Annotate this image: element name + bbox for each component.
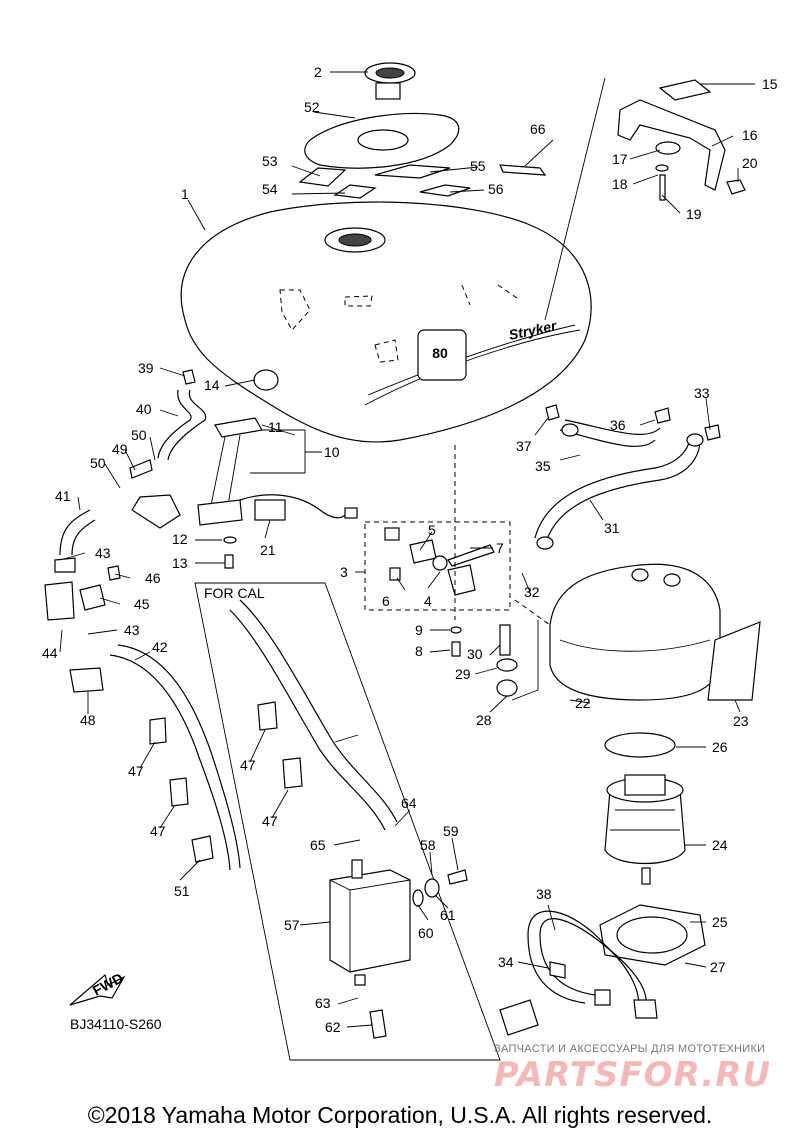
callout-34: 34 (498, 954, 514, 970)
callout-65: 65 (310, 837, 326, 853)
callout-52: 52 (304, 99, 320, 115)
callout-18: 18 (612, 176, 628, 192)
pump-gasket (604, 732, 676, 758)
callout-57: 57 (284, 917, 300, 933)
tank-badge-number: 80 (432, 345, 448, 361)
callout-36: 36 (610, 417, 626, 433)
callout-25: 25 (712, 914, 728, 930)
vent-hoses (534, 404, 721, 550)
callout-62: 62 (325, 1019, 341, 1035)
callout-11: 11 (268, 419, 283, 435)
callout-14: 14 (204, 377, 220, 393)
callout-66: 66 (530, 121, 546, 137)
callout-35: 35 (535, 458, 551, 474)
callout-22: 22 (575, 695, 591, 711)
callout-23: 23 (733, 713, 749, 729)
callout-2: 2 (314, 64, 322, 80)
callout-24: 24 (712, 837, 728, 853)
copyright-notice: ©2018 Yamaha Motor Corporation, U.S.A. A… (87, 1102, 713, 1128)
callout-54: 54 (262, 181, 278, 197)
callout-6: 6 (382, 593, 390, 609)
reference-code: BJ34110-S260 (70, 1016, 162, 1032)
watermark-logo: PARTSFOR.RU (494, 1055, 772, 1095)
callout-10: 10 (324, 444, 340, 460)
callout-56: 56 (488, 181, 504, 197)
hose-42-cal (229, 599, 398, 831)
leader-lines (59, 71, 755, 1028)
callout-7: 7 (496, 540, 504, 556)
callout-47b: 47 (150, 823, 166, 839)
tank-top-cover (304, 112, 460, 169)
fuel-cap (364, 62, 416, 100)
callout-47c: 47 (240, 757, 256, 773)
callout-45: 45 (134, 596, 150, 612)
callout-39: 39 (138, 360, 154, 376)
callout-3: 3 (340, 564, 348, 580)
callout-55: 55 (470, 158, 486, 174)
hose-42-left (109, 644, 241, 871)
callout-47d: 47 (262, 813, 278, 829)
callout-47a: 47 (128, 763, 144, 779)
callout-5: 5 (428, 522, 436, 538)
callout-43a: 43 (95, 545, 111, 561)
watermark-caption: ЗАПЧАСТИ И АКСЕССУАРЫ ДЛЯ МОТОТЕХНИКИ (494, 1043, 766, 1055)
callout-50a: 50 (131, 427, 147, 443)
callout-46: 46 (145, 570, 161, 586)
callout-4: 4 (424, 593, 432, 609)
callout-59: 59 (443, 823, 459, 839)
callout-32: 32 (524, 584, 540, 600)
callout-63: 63 (315, 995, 331, 1011)
callout-42: 42 (152, 639, 168, 655)
callout-26: 26 (712, 739, 728, 755)
callout-49: 49 (112, 441, 128, 457)
callout-1: 1 (181, 186, 189, 202)
callout-50b: 50 (90, 455, 106, 471)
vent-hose-left (44, 369, 207, 693)
petcock (384, 527, 495, 596)
fuel-sender (197, 417, 358, 526)
callout-38: 38 (536, 886, 552, 902)
callout-19: 19 (686, 206, 702, 222)
callout-28: 28 (476, 712, 492, 728)
callout-16: 16 (742, 127, 758, 143)
callout-40: 40 (136, 401, 152, 417)
tank-support (549, 563, 761, 701)
decal-set (298, 164, 547, 199)
callout-numbers: 1 2 3 4 5 6 7 8 9 10 11 12 13 14 15 16 1… (42, 64, 778, 1035)
callout-33: 33 (694, 385, 710, 401)
callout-60: 60 (418, 925, 434, 941)
callout-12: 12 (172, 531, 188, 547)
callout-15: 15 (762, 76, 778, 92)
callout-21: 21 (260, 542, 276, 558)
callout-8: 8 (415, 643, 423, 659)
callout-20: 20 (742, 155, 758, 171)
pump-retainer (599, 904, 706, 966)
callout-31: 31 (604, 520, 620, 536)
callout-64: 64 (401, 795, 417, 811)
callout-30: 30 (467, 646, 483, 662)
callout-13: 13 (172, 555, 188, 571)
charcoal-canister (329, 859, 468, 1039)
callout-17: 17 (612, 151, 628, 167)
callout-44: 44 (42, 645, 58, 661)
callout-29: 29 (455, 666, 471, 682)
callout-51: 51 (174, 883, 190, 899)
callout-41: 41 (55, 488, 71, 504)
fuel-pump-hose (499, 910, 658, 1036)
callout-61: 61 (440, 907, 456, 923)
fwd-arrow: FWD (69, 970, 126, 1006)
callout-37: 37 (516, 438, 532, 454)
callout-43b: 43 (124, 622, 140, 638)
callout-58: 58 (420, 837, 436, 853)
tank-badge (417, 329, 467, 381)
rear-bracket (617, 79, 746, 201)
region-label-for-cal: FOR CAL (204, 585, 265, 601)
callout-53: 53 (262, 153, 278, 169)
fuel-tank: 80 Stryker (180, 201, 592, 443)
callout-9: 9 (415, 622, 423, 638)
callout-48: 48 (80, 712, 96, 728)
callout-27: 27 (710, 959, 726, 975)
fuel-pump (604, 774, 686, 885)
